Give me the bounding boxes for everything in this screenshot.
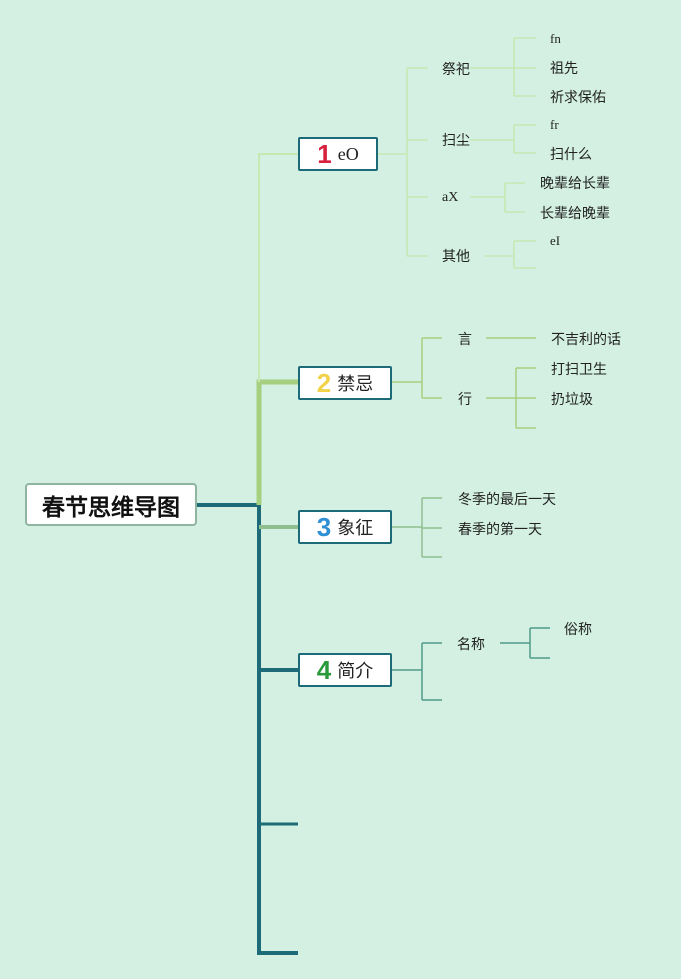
branch-4-subtree	[392, 627, 550, 701]
subtopic-qiqiu[interactable]: 祈求保佑	[550, 89, 606, 105]
branch-node-4[interactable]: 4 简介	[298, 653, 392, 687]
branch-label-1: eO	[337, 143, 359, 164]
topic-jisi[interactable]: 祭祀	[442, 61, 470, 77]
subtopic-bujili[interactable]: 不吉利的话	[551, 331, 621, 347]
trunk-line	[197, 503, 298, 955]
branch-node-2[interactable]: 2 禁忌	[298, 366, 392, 400]
branch-3-subtree	[392, 497, 442, 558]
topic-yan[interactable]: 言	[458, 331, 472, 347]
branch-number-4: 4	[316, 655, 332, 685]
topic-chunji[interactable]: 春季的第一天	[458, 521, 542, 537]
branch-label-3: 象征	[337, 518, 374, 538]
subtopic-wanbei[interactable]: 晚辈给长辈	[540, 175, 610, 191]
root-title: 春节思维导图	[42, 493, 180, 520]
subtopic-zuxian[interactable]: 祖先	[550, 60, 578, 76]
subtopic-zhangbei[interactable]: 长辈给晚辈	[540, 205, 610, 221]
branch-label-2: 禁忌	[337, 374, 374, 394]
topic-ax[interactable]: aX	[442, 190, 459, 205]
branch-2-subtree	[392, 337, 536, 429]
branch-node-1[interactable]: 1 eO	[298, 137, 378, 171]
root-node[interactable]: 春节思维导图	[25, 483, 197, 526]
subtopic-fn[interactable]: fn	[550, 31, 561, 46]
branch-2-line	[256, 379, 298, 505]
branch-1-line	[258, 153, 298, 382]
branch-node-3[interactable]: 3 象征	[298, 510, 392, 544]
subtopic-rengleji[interactable]: 扔垃圾	[551, 391, 593, 407]
subtopic-fr[interactable]: fr	[550, 117, 559, 132]
subtopic-sucheng[interactable]: 俗称	[564, 621, 592, 637]
subtopic-saoshenme[interactable]: 扫什么	[550, 146, 592, 162]
branch-1-subtree	[377, 37, 536, 269]
topic-qita[interactable]: 其他	[442, 248, 470, 264]
branch-label-4: 简介	[337, 661, 374, 681]
branch-number-3: 3	[316, 512, 332, 542]
topic-xing[interactable]: 行	[458, 391, 472, 407]
topic-mingcheng[interactable]: 名称	[457, 636, 485, 652]
topic-saochen[interactable]: 扫尘	[442, 132, 470, 148]
branch-number-2: 2	[316, 368, 332, 398]
branch-number-1: 1	[317, 139, 332, 169]
subtopic-ei[interactable]: eI	[550, 233, 561, 248]
subtopic-dasao[interactable]: 打扫卫生	[551, 361, 607, 377]
topic-dongji[interactable]: 冬季的最后一天	[458, 491, 556, 507]
